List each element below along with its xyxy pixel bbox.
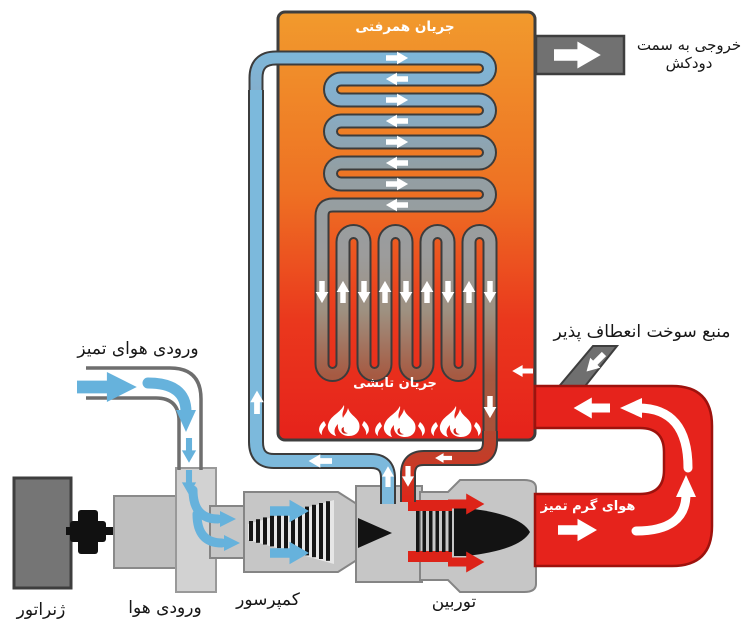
hot-air-pipe: [533, 384, 714, 568]
flow-arrows: [77, 41, 696, 573]
clean-air-inlet-label: ورودی هوای تمیز: [77, 339, 199, 359]
serpentine-tube: [248, 50, 498, 441]
intake-duct: [86, 366, 203, 470]
compressor-label: کمپرسور: [236, 590, 300, 610]
air-inlet-label: ورودی هوا: [128, 598, 202, 618]
turbine-cone: [454, 508, 530, 556]
radiant-flow-label: جریان تابشی: [353, 376, 437, 391]
generator-label: ژنراتور: [16, 600, 66, 620]
fuel-inlet-duct: [553, 345, 620, 391]
compressor-blades: [249, 501, 330, 561]
clean-hot-air-label: هوای گرم تمیز: [540, 499, 636, 514]
turbine-housing: [408, 479, 537, 593]
convective-flow-label: جریان همرفتی: [355, 19, 455, 35]
turbine-blades: [416, 511, 452, 552]
nozzle-cone: [358, 518, 392, 548]
compressor-housing: [209, 491, 361, 573]
curved-arrows: [631, 403, 693, 536]
generator-unit: [12, 476, 73, 590]
fuel-source-label: منبع سوخت انعطاف پذیر: [553, 322, 731, 342]
exhaust-chimney-label: خروجی به سمت دودکش: [636, 36, 742, 73]
turbine-label: توربین: [431, 592, 477, 612]
